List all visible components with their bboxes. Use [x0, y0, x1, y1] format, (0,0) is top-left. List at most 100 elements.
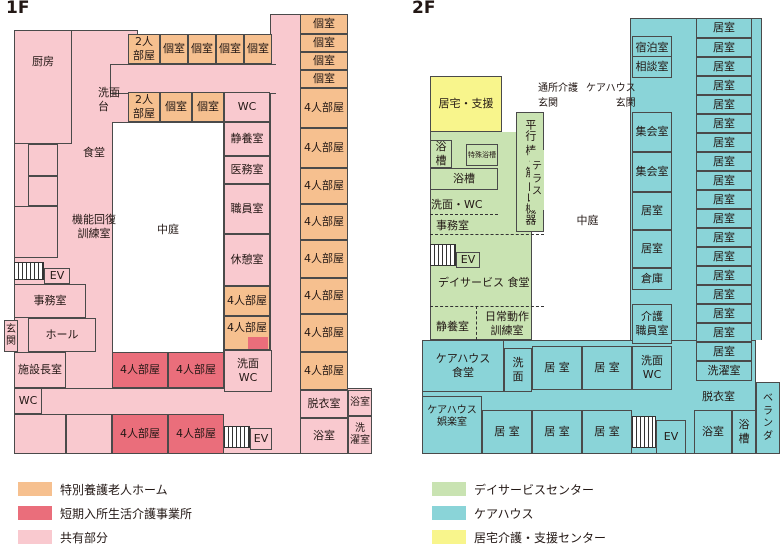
f2-room-e8: 居室 — [696, 152, 752, 171]
f2-daily-training: 日常動作 訓練室 — [485, 310, 529, 337]
f2-room-e17: 居室 — [696, 323, 752, 342]
f2-home-care: 居宅・支援 — [430, 76, 502, 132]
f2-office: 事務室 — [436, 219, 469, 232]
f2-room-e10: 居室 — [696, 190, 752, 209]
f2-ev-west: EV — [456, 252, 480, 268]
f1-room2-n1: 2人 部屋 — [128, 34, 160, 64]
f2-laundry: 洗濯室 — [696, 361, 752, 381]
f1-ev-south: EV — [250, 428, 272, 450]
legend-swatch-special-nursing — [18, 482, 52, 496]
f1-bath-small: 浴室 — [348, 390, 372, 416]
legend-short-stay: 短期入所生活介護事業所 — [60, 507, 193, 521]
f1-laundry: 洗 濯室 — [348, 416, 372, 454]
f2-storage: 倉庫 — [632, 268, 672, 290]
f1-kitchen: 厨房 — [14, 30, 72, 144]
f2-room-e12: 居室 — [696, 228, 752, 247]
f1-dining: 食堂 — [83, 146, 105, 159]
f2-bathroom: 浴室 — [694, 410, 732, 454]
f1-south-room-2 — [66, 414, 112, 454]
legend-swatch-short-stay — [18, 506, 52, 520]
f1-short-stay-3: 4人部屋 — [112, 414, 168, 454]
f1-short-stay-4: 4人部屋 — [168, 414, 224, 454]
f1-quiet-room: 静養室 — [224, 122, 270, 156]
f1-private-n5: 個室 — [160, 92, 192, 122]
f1-private-e2: 個室 — [300, 34, 348, 52]
floor-1-title: 1F — [6, 0, 30, 18]
f2-divider-1 — [430, 214, 498, 215]
f1-short-stay-mark — [248, 337, 268, 349]
f2-consult-room: 相談室 — [632, 56, 672, 78]
f2-courtyard: 中庭 — [545, 112, 630, 340]
legend-swatch-home-care — [432, 530, 466, 544]
f1-private-e3: 個室 — [300, 52, 348, 70]
f1-kitchen-store — [28, 144, 58, 176]
f1-short-stay-2: 4人部屋 — [168, 352, 224, 388]
floor-2-title: 2F — [412, 0, 436, 18]
f2-divider-3 — [430, 306, 544, 307]
f1-room4-e4: 4人部屋 — [300, 204, 348, 240]
f1-rest-room: 休憩室 — [224, 234, 270, 286]
legend-swatch-day-service — [432, 482, 466, 496]
f1-office: 事務室 — [14, 284, 86, 318]
f1-room4-e3: 4人部屋 — [300, 168, 348, 204]
f2-room-s4: 居 室 — [532, 410, 582, 454]
f2-day-entrance: 通所介護 玄関 — [538, 83, 578, 109]
f1-room4-inner-1: 4人部屋 — [224, 286, 270, 316]
f1-stairs-south — [224, 426, 250, 448]
f2-room-e9: 居室 — [696, 171, 752, 190]
f1-dressing-room: 脱衣室 — [300, 390, 348, 418]
f1-bathroom: 浴室 — [300, 418, 348, 454]
f2-ch-dining: ケアハウス 食堂 — [422, 340, 504, 392]
f2-dressing: 脱衣室 — [702, 390, 735, 403]
f2-wash-wc-s: 洗面 WC — [632, 346, 672, 390]
f2-quiet-room: 静養室 — [436, 320, 469, 333]
f2-room-e2: 居室 — [696, 38, 752, 57]
f1-ev-west: EV — [44, 268, 70, 284]
f2-washbasin: 洗 面 — [504, 348, 532, 392]
f2-room-e4: 居室 — [696, 76, 752, 95]
f2-carehouse-entrance: ケアハウス 玄関 — [586, 83, 636, 109]
f1-private-n6: 個室 — [192, 92, 224, 122]
f1-private-n1: 個室 — [160, 34, 188, 64]
f1-wc-west: WC — [14, 388, 42, 414]
f1-private-n2: 個室 — [188, 34, 216, 64]
f1-kitchen-store-2 — [28, 176, 58, 206]
legend-special-nursing: 特別養護老人ホーム — [60, 483, 168, 497]
f1-washbasin: 洗面 台 — [98, 86, 120, 113]
f1-room4-e7: 4人部屋 — [300, 314, 348, 352]
f2-room-s5: 居 室 — [582, 410, 632, 454]
f1-private-e4: 個室 — [300, 70, 348, 88]
f1-medical-room: 医務室 — [224, 156, 270, 184]
f1-room4-e2: 4人部屋 — [300, 128, 348, 168]
f2-meeting-room-2: 集会室 — [632, 152, 672, 192]
f2-care-staff-room: 介護 職員室 — [632, 304, 672, 344]
f2-room-i2: 居室 — [632, 230, 672, 268]
f2-room-e5: 居室 — [696, 95, 752, 114]
f2-bathtub: 浴 槽 — [732, 410, 756, 454]
f1-short-stay-1: 4人部屋 — [112, 352, 168, 388]
f2-stairs-west — [430, 244, 456, 266]
f2-room-s2: 居 室 — [582, 346, 632, 390]
f1-stairs-west — [14, 262, 44, 280]
legend-day-service: デイサービスセンター — [474, 483, 595, 497]
f1-room4-e5: 4人部屋 — [300, 240, 348, 278]
f1-kitchen-store-3 — [14, 206, 58, 258]
legend-swatch-care-house — [432, 506, 466, 520]
legend-care-house: ケアハウス — [474, 507, 534, 521]
f1-room2-n2: 2人 部屋 — [128, 92, 160, 122]
f1-private-e1: 個室 — [300, 14, 348, 34]
f2-room-e7: 居室 — [696, 133, 752, 152]
f2-meeting-room-1: 集会室 — [632, 112, 672, 152]
f2-room-s3: 居 室 — [482, 410, 532, 454]
legend-common: 共有部分 — [60, 531, 109, 545]
f2-stairs-south — [632, 416, 656, 448]
f2-room-s1: 居 室 — [532, 346, 582, 390]
f1-hall: ホール — [28, 318, 96, 352]
f2-special-bath: 特殊浴槽 — [466, 144, 498, 166]
f1-staff-room: 職員室 — [224, 184, 270, 234]
f1-director-room: 施設長室 — [14, 352, 66, 388]
f1-entrance: 玄 関 — [4, 320, 18, 352]
f1-rehab: 機能回復 訓練室 — [72, 213, 116, 240]
f1-room4-e6: 4人部屋 — [300, 278, 348, 314]
